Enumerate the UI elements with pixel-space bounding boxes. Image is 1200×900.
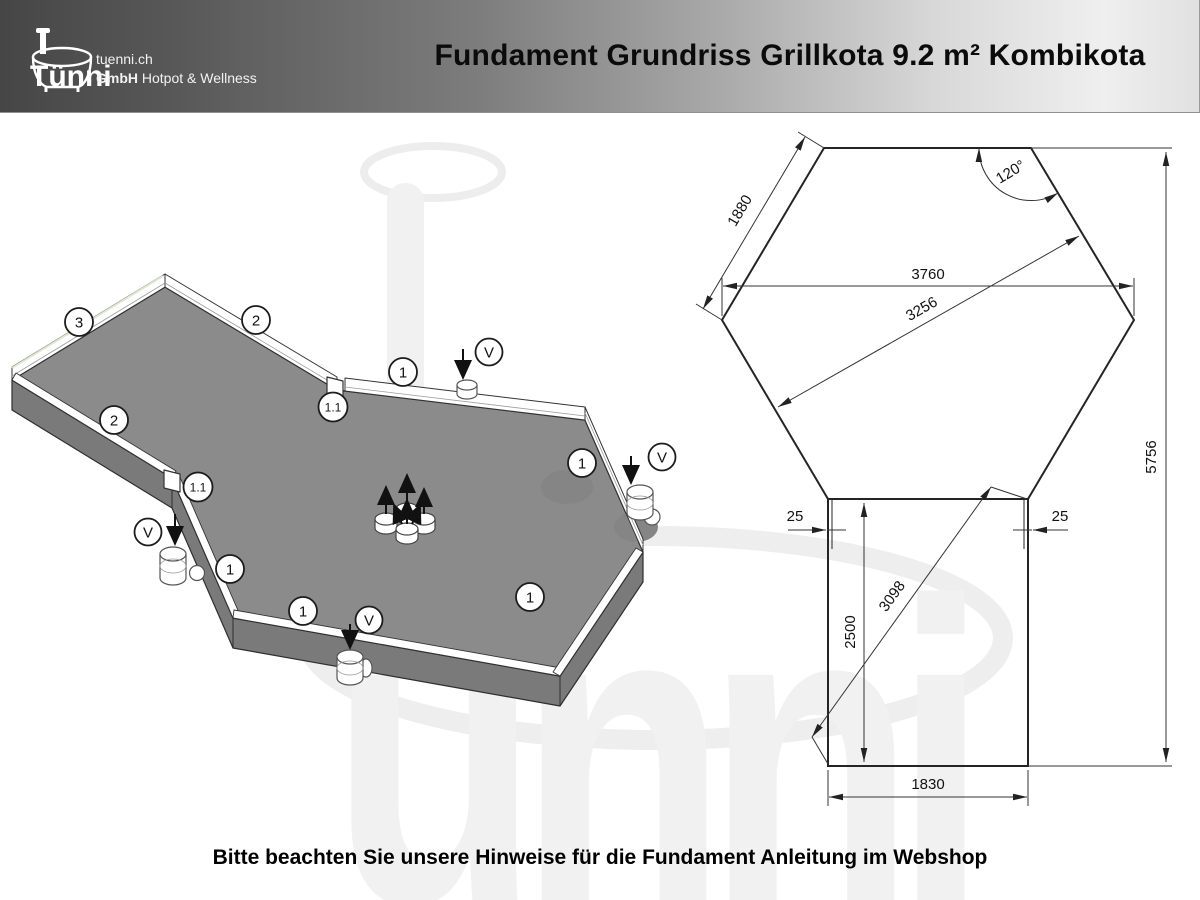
part-label-1: 1 — [515, 582, 545, 612]
logo-tagline-text: Hotpot & Wellness — [138, 70, 257, 86]
vent-pipe-top — [456, 379, 478, 400]
svg-text:GmbH Hotpot & Wellness: GmbH Hotpot & Wellness — [96, 70, 257, 86]
logo-brand-text: Tünni — [30, 60, 112, 93]
svg-text:3: 3 — [75, 315, 83, 332]
conduit-pipe — [395, 522, 419, 545]
dim-width-across-corners: 3760 — [911, 266, 944, 283]
vent-pipe-bottom — [336, 649, 373, 686]
svg-text:V: V — [364, 613, 374, 630]
page-title: Fundament Grundriss Grillkota 9.2 m² Kom… — [434, 39, 1146, 72]
dim-annex-depth: 2500 — [842, 615, 859, 648]
svg-text:1: 1 — [226, 562, 234, 579]
vent-pipe-right — [626, 484, 661, 526]
part-label-1-1: 1.1 — [182, 471, 214, 503]
svg-text:V: V — [143, 525, 153, 542]
conduit-cluster — [374, 473, 436, 545]
conduit-pipe — [374, 512, 398, 535]
svg-text:2: 2 — [252, 313, 260, 330]
logo-domain-text: tuenni.ch — [96, 51, 153, 67]
svg-text:V: V — [484, 345, 494, 362]
dim-wall-left: 25 — [787, 508, 804, 525]
part-label-1: 1 — [388, 357, 418, 387]
part-label-1: 1 — [288, 596, 318, 626]
dim-overall-depth: 5756 — [1143, 440, 1160, 473]
watermark-tub-rim-small — [360, 142, 506, 202]
dim-side-edge: 1880 — [724, 192, 756, 229]
iso-view: 3 2 2 1.1 1.1 1 1 1 1 1 V — [11, 273, 677, 707]
vent-label-v: V — [474, 337, 504, 367]
dimension-lines — [695, 131, 1172, 806]
svg-text:1: 1 — [299, 604, 307, 621]
svg-text:1: 1 — [526, 590, 534, 607]
svg-text:2: 2 — [110, 413, 118, 430]
svg-text:1.1: 1.1 — [325, 401, 342, 415]
vent-label-v: V — [647, 442, 677, 472]
vent-label-v: V — [354, 605, 384, 635]
slab-shade-spot — [541, 470, 593, 504]
plan-view: 1880 120° 3760 3256 5756 25 25 2500 3098… — [695, 131, 1172, 806]
part-label-1-1: 1.1 — [317, 391, 349, 423]
part-label-1: 1 — [567, 448, 597, 478]
dim-annex-width: 1830 — [911, 776, 944, 793]
svg-text:1.1: 1.1 — [190, 481, 207, 495]
header-bar: Tünni tuenni.ch GmbH Hotpot & Wellness F… — [0, 0, 1200, 113]
plan-hexagon-outline — [720, 147, 1136, 500]
upward-arrow — [377, 473, 433, 526]
svg-text:V: V — [657, 450, 667, 467]
part-label-2: 2 — [241, 305, 271, 335]
svg-text:1: 1 — [399, 365, 407, 382]
dim-width-across-flats: 3256 — [903, 293, 940, 324]
dim-wall-right: 25 — [1052, 508, 1069, 525]
hot-tub-icon — [31, 28, 93, 92]
rim-band-left — [11, 372, 177, 479]
rim-band-southeast — [552, 547, 644, 677]
vent-pipe-left — [159, 546, 206, 586]
part-label-3: 3 — [64, 307, 94, 337]
vent-label-v: V — [133, 517, 163, 547]
part-label-1: 1 — [215, 554, 245, 584]
vent-arrow — [166, 349, 640, 650]
svg-text:1: 1 — [578, 456, 586, 473]
company-logo: Tünni tuenni.ch GmbH Hotpot & Wellness — [16, 12, 336, 102]
dim-corner-angle: 120° — [993, 157, 1028, 188]
part-label-2: 2 — [99, 405, 129, 435]
junction-post — [163, 469, 181, 493]
footer-note: Bitte beachten Sie unsere Hinweise für d… — [212, 846, 988, 869]
logo-company-text: GmbH — [96, 70, 138, 86]
